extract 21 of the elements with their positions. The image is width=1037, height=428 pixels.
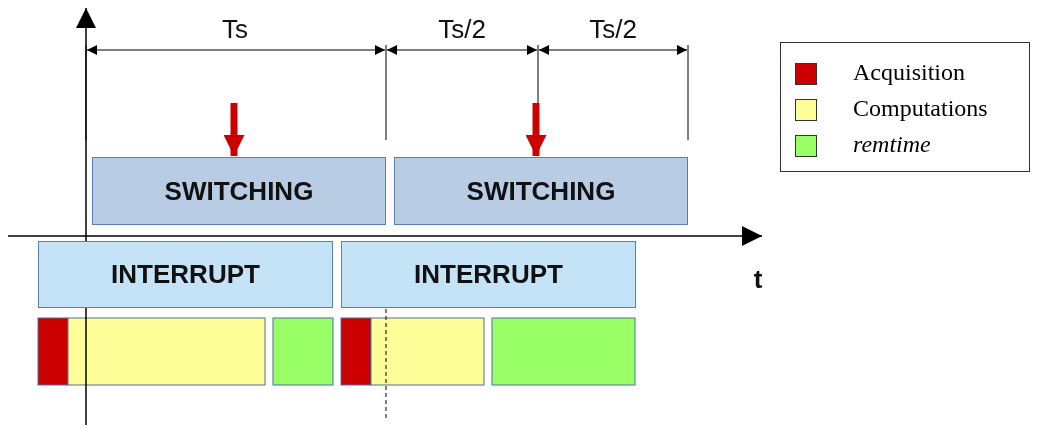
box-label: SWITCHING xyxy=(164,175,314,207)
box-label: INTERRUPT xyxy=(414,259,563,290)
interrupt-box xyxy=(341,241,636,308)
interrupt-box xyxy=(38,241,333,308)
switching-box xyxy=(394,157,688,225)
box-label: INTERRUPT xyxy=(111,259,260,290)
legend-label: remtime xyxy=(853,131,931,158)
dimension-label: Ts/2 xyxy=(589,14,637,45)
dimension-label: Ts xyxy=(222,14,248,45)
timeline-bar xyxy=(37,317,69,386)
timeline-bar xyxy=(370,317,485,386)
timeline-bar xyxy=(272,317,334,386)
legend-label: Acquisition xyxy=(853,59,965,86)
timeline-bar xyxy=(67,317,266,386)
switching-box xyxy=(92,157,386,225)
axis-label: t xyxy=(753,264,763,295)
timeline-bar xyxy=(340,317,372,386)
timeline-bar xyxy=(491,317,636,386)
box-label: SWITCHING xyxy=(466,175,616,207)
dimension-label: Ts/2 xyxy=(438,14,486,45)
legend-label: Computations xyxy=(853,95,988,122)
